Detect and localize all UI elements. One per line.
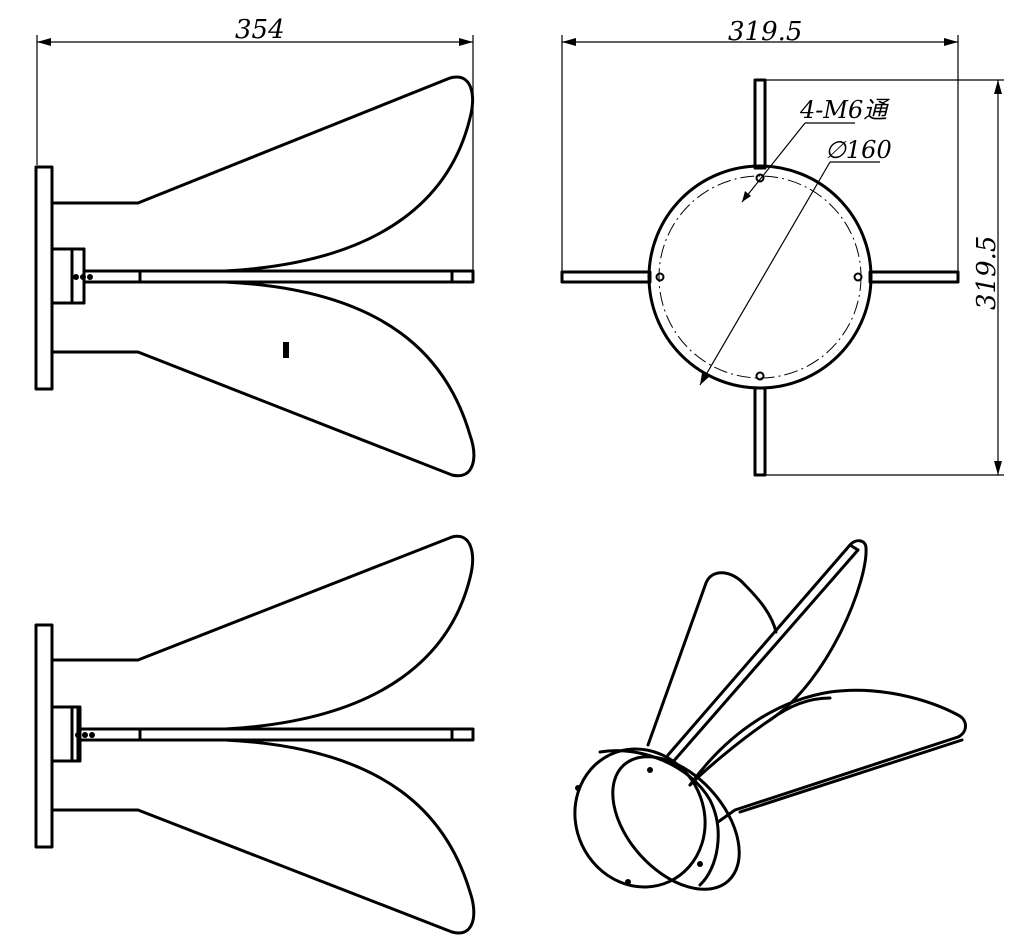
flange-disc (647, 164, 873, 390)
bolt-heads-2 (75, 732, 95, 738)
edge-blade-2 (78, 727, 475, 742)
dimension-height: 319.5 (765, 79, 1004, 476)
width-dimension-label: 354 (235, 15, 285, 45)
front-view: 319.5 319.5 (560, 17, 1004, 477)
hub-block (50, 247, 86, 305)
tall-fin (666, 539, 868, 787)
right-fin (688, 688, 967, 824)
upper-blade (50, 75, 474, 273)
upper-blade-2 (50, 534, 474, 731)
edge-blade (82, 269, 475, 284)
blade-arms (560, 78, 960, 477)
flange-plate-2 (34, 623, 54, 849)
front-height-dimension-label: 319.5 (972, 236, 1002, 310)
lower-blade-2 (50, 738, 476, 935)
marker (283, 342, 289, 358)
lower-blade (50, 280, 476, 478)
bolt-circle (658, 175, 862, 379)
lower-side-view (34, 534, 476, 935)
dimension-width: 319.5 (561, 17, 959, 272)
front-width-dimension-label: 319.5 (728, 17, 802, 47)
hub-block-2 (50, 705, 80, 763)
hole-note: 4-M6通 (799, 96, 890, 124)
isometric-view (573, 539, 967, 891)
isometric-disc (573, 747, 741, 891)
dimension-354: 354 (36, 15, 474, 270)
side-view: 354 (34, 15, 476, 478)
isometric-bolt-holes (575, 767, 703, 885)
leaders (699, 122, 880, 386)
bolt-holes (655, 173, 863, 381)
rear-fin (646, 571, 778, 747)
flange-plate (34, 165, 54, 391)
diameter-note: ∅160 (825, 136, 892, 164)
